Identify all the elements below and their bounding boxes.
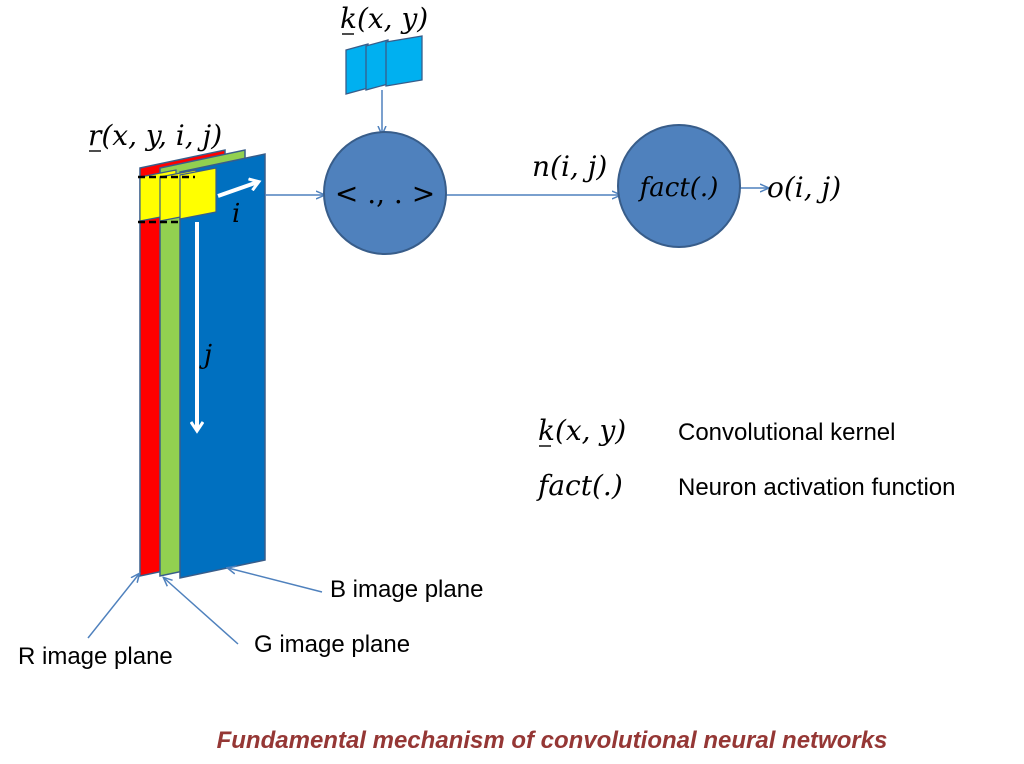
b-plane-label: B image plane bbox=[330, 576, 483, 603]
legend-kernel-symbol: k(x, y) bbox=[538, 414, 626, 447]
activation-label: fact(.) bbox=[638, 173, 719, 203]
input-tensor-label: r(x, y, i, j) bbox=[88, 119, 222, 152]
activation-node bbox=[617, 124, 741, 248]
legend: k(x, y) Convolutional kernel fact(.) Neu… bbox=[536, 414, 956, 502]
r-plane-label: R image plane bbox=[18, 643, 173, 670]
i-axis-arrow bbox=[217, 182, 258, 198]
g-plane-pointer bbox=[164, 578, 239, 645]
b-plane-pointer bbox=[228, 568, 323, 593]
legend-activation-text: Neuron activation function bbox=[678, 474, 956, 501]
kernel-stack bbox=[345, 35, 423, 95]
kernel-label: k(x, y) bbox=[340, 2, 428, 35]
g-plane-label: G image plane bbox=[254, 631, 410, 658]
inner-product-label: < ., . > bbox=[335, 177, 435, 210]
net-input-label: n(i, j) bbox=[532, 150, 607, 183]
b-image-plane bbox=[179, 153, 266, 579]
inner-product-node bbox=[323, 131, 447, 255]
diagram-caption: Fundamental mechanism of convolutional n… bbox=[217, 727, 888, 754]
r-plane-pointer bbox=[87, 574, 139, 639]
output-label: o(i, j) bbox=[767, 171, 841, 204]
receptive-field-windows bbox=[138, 167, 217, 224]
axis-i-label: i bbox=[232, 199, 240, 229]
legend-activation-symbol: fact(.) bbox=[536, 469, 623, 502]
legend-kernel-text: Convolutional kernel bbox=[678, 419, 895, 446]
